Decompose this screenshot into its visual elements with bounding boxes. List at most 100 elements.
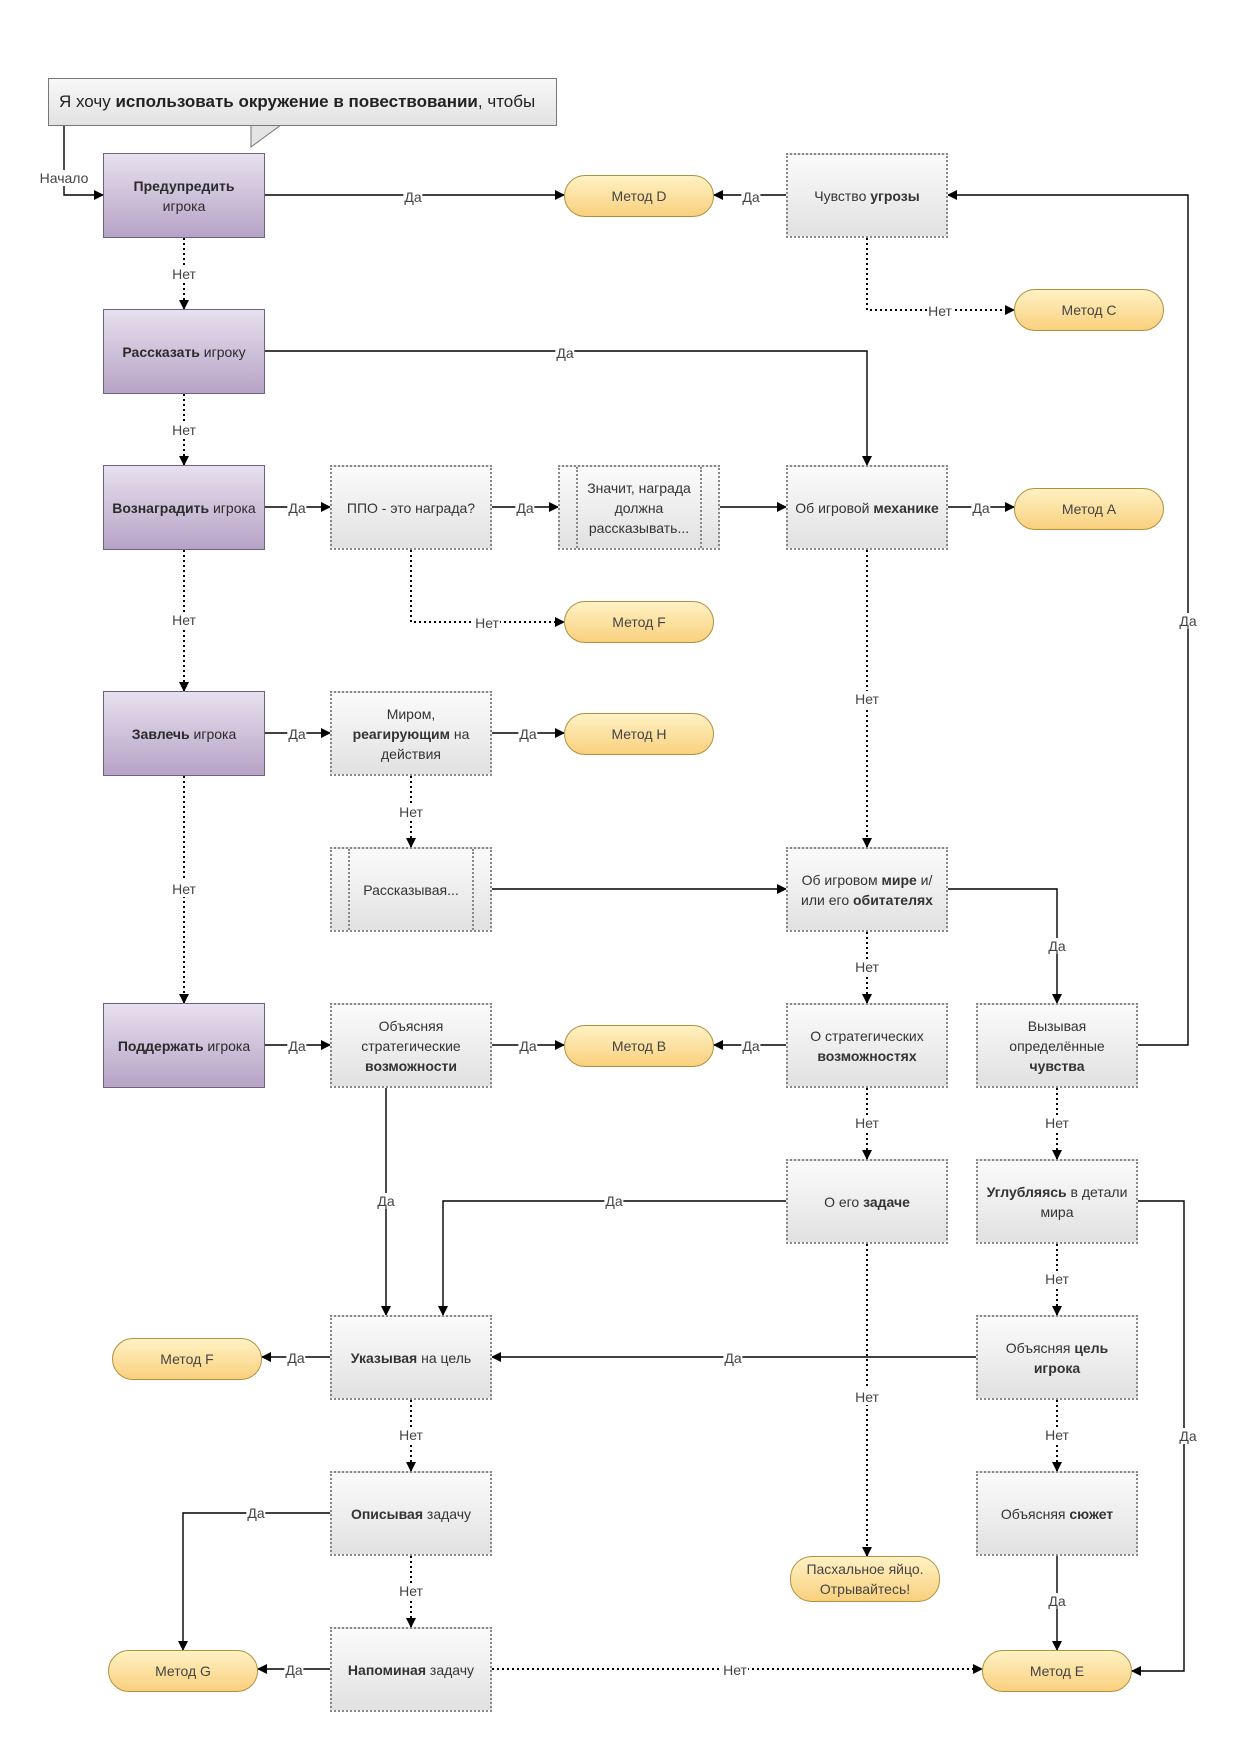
callout-suffix: , чтобы	[477, 92, 536, 111]
node-text: Предупредить игрока	[134, 176, 235, 216]
node-text-part: задачу	[423, 1505, 472, 1522]
node-text-part: ППО - это награда?	[346, 499, 476, 516]
node-text: Напоминая задачу	[348, 1660, 474, 1680]
node-text-part: на цель	[417, 1349, 472, 1366]
node-text: О его задаче	[824, 1192, 910, 1212]
edge-label-no: Нет	[854, 959, 880, 975]
node-text-part: игрока	[162, 197, 206, 214]
edge-label-no: Нет	[171, 612, 197, 628]
node-text-part: в детали мира	[1040, 1183, 1128, 1220]
node-text-bold: реагирующим	[352, 725, 451, 742]
terminal-method-a: Метод A	[1014, 488, 1164, 530]
node-describe-task: Описывая задачу	[330, 1471, 492, 1556]
node-support: Поддержать игрока	[103, 1003, 265, 1088]
node-text-part: Значит, награда должна рассказывать...	[587, 479, 691, 536]
edge-label-yes: Да	[403, 189, 423, 205]
node-text-part: на действия	[380, 725, 470, 762]
node-text-bold: возможностях	[817, 1047, 917, 1064]
node-world-react: Миром, реагирующим на действия	[330, 691, 492, 776]
edge-label-yes: Да	[1047, 1593, 1067, 1609]
edge-label-no: Нет	[171, 422, 197, 438]
node-text-part: задачу	[426, 1661, 475, 1678]
connector-arrow	[265, 350, 872, 466]
node-text-part: О его	[824, 1193, 864, 1210]
edge-label-no: Нет	[854, 1115, 880, 1131]
terminal-method-h: Метод H	[564, 713, 714, 755]
node-engage: Завлечь игрока	[103, 691, 265, 776]
terminal-method-c: Метод C	[1014, 289, 1164, 331]
node-text: Углубляясь в детали мира	[984, 1182, 1130, 1222]
node-text-bold: цель игрока	[1033, 1339, 1109, 1376]
connector-arrow	[948, 888, 1062, 1004]
node-text-bold: Предупредить	[133, 177, 235, 194]
node-text: Объясняя сюжет	[1001, 1504, 1113, 1524]
callout-prefix: Я хочу	[59, 92, 116, 111]
edge-label-yes: Да	[555, 345, 575, 361]
node-text-bold: Рассказать	[122, 343, 200, 360]
node-text: Рассказать игроку	[122, 342, 245, 362]
edge-label-yes: Да	[741, 189, 761, 205]
terminal-method-b: Метод B	[564, 1025, 714, 1067]
edge-label-yes: Да	[287, 726, 307, 742]
edge-label-yes: Да	[1178, 613, 1198, 629]
subprocess-bar	[700, 467, 718, 548]
node-ppo: ППО - это награда?	[330, 465, 492, 550]
node-text: Указывая на цель	[351, 1348, 471, 1368]
node-world: Об игровом мире и/или его обитателях	[786, 847, 948, 932]
node-text-bold: Описывая	[350, 1505, 424, 1522]
node-text: Поддержать игрока	[118, 1036, 250, 1056]
edge-label-no: Нет	[927, 303, 953, 319]
node-text-part: Об игровой	[795, 499, 874, 516]
node-text-part: игрока	[189, 725, 237, 742]
node-text: Об игровом мире и/или его обитателях	[794, 870, 940, 910]
connector-arrow	[63, 122, 104, 200]
node-text-bold: чувства	[1029, 1057, 1085, 1074]
edge-label-yes: Да	[518, 1038, 538, 1054]
edge-label-yes: Да	[971, 500, 991, 516]
edge-label-no: Нет	[398, 804, 424, 820]
node-text: Миром, реагирующим на действия	[338, 704, 484, 764]
subprocess-bar	[560, 467, 578, 548]
edge-label-no: Нет	[722, 1662, 748, 1678]
edge-label-no: Нет	[474, 615, 500, 631]
node-explain-goal: Объясняя цель игрока	[976, 1315, 1138, 1400]
node-strat: О стратегических возможностях	[786, 1003, 948, 1088]
edge-label-yes: Да	[723, 1350, 743, 1366]
terminal-method-d: Метод D	[564, 175, 714, 217]
node-text-bold: Вознаградить	[112, 499, 210, 516]
edge-label-yes: Да	[287, 1038, 307, 1054]
node-text: Объясняя стратегические возможности	[338, 1016, 484, 1076]
edge-label-no: Нет	[398, 1427, 424, 1443]
edge-label-no: Нет	[854, 691, 880, 707]
edge-label-no: Нет	[1044, 1271, 1070, 1287]
node-feelings: Вызывая определённые чувства	[976, 1003, 1138, 1088]
node-text-bold: Завлечь	[131, 725, 190, 742]
node-remind-task: Напоминая задачу	[330, 1627, 492, 1712]
node-text-bold: обитателях	[853, 891, 933, 908]
connector-arrow	[178, 1512, 330, 1651]
node-text-bold: Напоминая	[347, 1661, 427, 1678]
node-text-bold: возможности	[365, 1057, 457, 1074]
node-text: Рассказывая...	[349, 880, 473, 900]
edge-label-yes: Да	[1047, 938, 1067, 954]
terminal-easter: Пасхальное яйцо.Отрывайтесь!	[790, 1556, 940, 1602]
node-deeper: Углубляясь в детали мира	[976, 1159, 1138, 1244]
goal-callout: Я хочу использовать окружение в повество…	[48, 78, 557, 126]
node-text-bold: Поддержать	[117, 1037, 204, 1054]
node-text-bold: Указывая	[350, 1349, 418, 1366]
node-text-part: Миром,	[386, 705, 436, 722]
node-text: Завлечь игрока	[132, 724, 236, 744]
edge-label-yes: Да	[515, 500, 535, 516]
node-text: Вызывая определённые чувства	[984, 1016, 1130, 1076]
node-text-bold: угрозы	[870, 187, 920, 204]
node-text: О стратегических возможностях	[794, 1026, 940, 1066]
node-text: ППО - это награда?	[347, 498, 475, 518]
node-explain-strat: Объясняя стратегические возможности	[330, 1003, 492, 1088]
node-threat: Чувство угрозы	[786, 153, 948, 238]
terminal-method-f2: Метод F	[112, 1338, 262, 1380]
edge-label-no: Нет	[1044, 1427, 1070, 1443]
node-warn: Предупредить игрока	[103, 153, 265, 238]
node-reward: Вознаградить игрока	[103, 465, 265, 550]
node-task: О его задаче	[786, 1159, 948, 1244]
node-text-part: Объясняя	[1005, 1339, 1075, 1356]
